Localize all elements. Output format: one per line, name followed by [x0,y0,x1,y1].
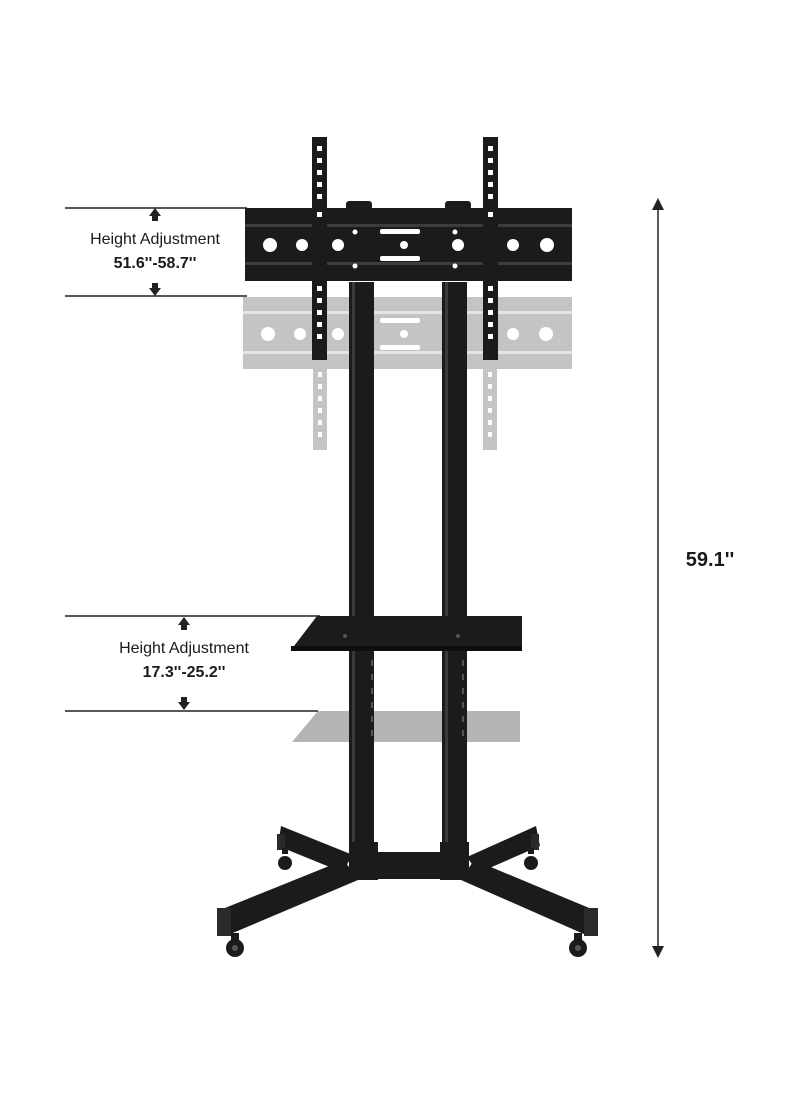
shelf-adjustment-dimension [65,615,320,712]
base-leg-back-right [467,826,540,873]
down-arrow-icon [149,288,161,296]
base [217,826,598,936]
up-arrow-icon [149,208,161,216]
base-crossbar [371,852,444,879]
down-arrow-icon [178,702,190,710]
caster-back-right [524,856,538,870]
top-adjustment-title: Height Adjustment [90,231,220,248]
base-leg-front-right [461,860,594,935]
base-leg-back-left [278,826,353,872]
shelf [291,616,522,651]
mount-right-arm [483,137,498,360]
total-height-label: 59.1'' [685,549,735,571]
shelf-adjustment-range: 17.3''-25.2'' [142,664,226,681]
shelf-top [291,616,522,650]
ghost-shelf [292,711,520,742]
tv-mount [245,137,572,360]
shelf-adjustment-title: Height Adjustment [119,640,249,657]
base-leg-front-left [220,860,358,935]
top-adjustment-range: 51.6''-58.7'' [113,255,197,272]
casters [226,848,587,957]
top-adjustment-dimension [65,207,247,297]
caster-back-left [278,856,292,870]
up-arrow-icon [178,617,190,625]
ghost-mount [243,297,572,450]
mount-plate [245,208,572,281]
mount-left-arm [312,137,327,360]
